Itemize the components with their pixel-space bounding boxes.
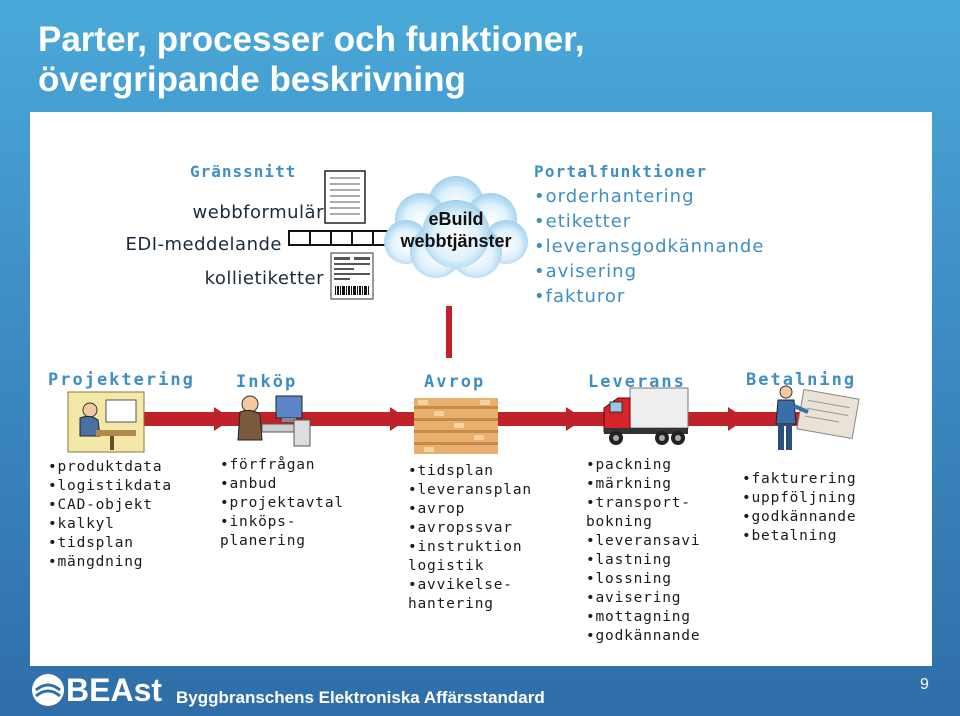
- list-item: mängdning: [48, 553, 172, 572]
- truck-icon: [600, 384, 690, 455]
- list-item: avropssvar: [408, 519, 532, 538]
- footer-text: Byggbranschens Elektroniska Affärsstanda…: [176, 688, 545, 707]
- shipping-label-icon: [330, 252, 374, 305]
- stage-list-leverans: packning märkning transport- bokning lev…: [586, 456, 700, 646]
- list-item: logistik: [408, 558, 485, 574]
- stage-list-betalning: fakturering uppföljning godkännande beta…: [742, 470, 856, 546]
- slide-title-line1: Parter, processer och funktioner,: [38, 20, 585, 59]
- list-item: leveransplan: [408, 481, 532, 500]
- interface-item-edi: EDI-meddelande: [125, 234, 282, 255]
- interface-item-labels: kollietiketter: [204, 268, 324, 289]
- list-item: fakturering: [742, 470, 856, 489]
- portal-item-notification: avisering: [534, 259, 764, 284]
- invoice-person-icon: [770, 384, 860, 459]
- portal-item-invoices: fakturor: [534, 284, 764, 309]
- beast-logo: BEAst: [30, 670, 162, 710]
- process-arrow-4: [728, 407, 746, 431]
- list-item: projektavtal: [220, 494, 344, 513]
- ebuild-cloud: eBuild webbtjänster: [376, 174, 536, 284]
- list-item: transport-: [586, 494, 700, 513]
- list-item: packning: [586, 456, 700, 475]
- list-item: inköps-: [220, 513, 344, 532]
- slide-title: Parter, processer och funktioner, övergr…: [38, 20, 918, 100]
- list-item: godkännande: [742, 508, 856, 527]
- slide-title-line2: övergripande beskrivning: [38, 60, 466, 99]
- list-item: märkning: [586, 475, 700, 494]
- stage-label-inkop: Inköp: [236, 372, 298, 392]
- web-form-icon: [324, 170, 366, 229]
- list-item: avisering: [586, 589, 700, 608]
- cloud-title: eBuild: [428, 209, 484, 229]
- list-item: leveransavi: [586, 532, 700, 551]
- process-arrow-3: [566, 407, 584, 431]
- beast-logo-icon: [32, 674, 64, 706]
- portal-title: Portalfunktioner: [534, 162, 708, 181]
- portal-list: orderhantering etiketter leveransgodkänn…: [534, 184, 764, 309]
- stage-list-projektering: produktdata logistikdata CAD-objekt kalk…: [48, 458, 172, 572]
- list-item: CAD-objekt: [48, 496, 172, 515]
- stage-label-leverans: Leverans: [588, 372, 686, 392]
- list-item: kalkyl: [48, 515, 172, 534]
- stage-list-inkop: förfrågan anbud projektavtal inköps- pla…: [220, 456, 344, 551]
- portal-item-labels: etiketter: [534, 209, 764, 234]
- list-item: förfrågan: [220, 456, 344, 475]
- list-item: planering: [220, 533, 306, 549]
- list-item: lossning: [586, 570, 700, 589]
- list-item: avvikelse-: [408, 576, 532, 595]
- list-item: tidsplan: [408, 462, 532, 481]
- edi-message-icon: [288, 230, 396, 251]
- portal-item-delivery-approval: leveransgodkännande: [534, 234, 764, 259]
- interface-title: Gränssnitt: [190, 162, 297, 181]
- stage-list-avrop: tidsplan leveransplan avrop avropssvar i…: [408, 462, 532, 614]
- list-item: mottagning: [586, 608, 700, 627]
- list-item: uppföljning: [742, 489, 856, 508]
- list-item: instruktion: [408, 538, 532, 557]
- office-worker-icon: [66, 390, 146, 459]
- list-item: anbud: [220, 475, 344, 494]
- list-item: produktdata: [48, 458, 172, 477]
- computer-user-icon: [232, 390, 312, 455]
- stage-label-projektering: Projektering: [48, 370, 195, 390]
- list-item: avrop: [408, 500, 532, 519]
- process-arrow-1: [214, 407, 232, 431]
- process-arrow-2: [390, 407, 408, 431]
- list-item: hantering: [408, 596, 494, 612]
- list-item: lastning: [586, 551, 700, 570]
- portal-item-order: orderhantering: [534, 184, 764, 209]
- content-panel: Gränssnitt webbformulär EDI-meddelande k…: [30, 112, 932, 666]
- stage-label-avrop: Avrop: [424, 372, 486, 392]
- list-item: tidsplan: [48, 534, 172, 553]
- cloud-connector-line: [446, 306, 452, 358]
- list-item: betalning: [742, 527, 856, 546]
- lumber-stack-icon: [414, 398, 498, 459]
- page-number: 9: [920, 676, 929, 693]
- list-item: logistikdata: [48, 477, 172, 496]
- cloud-subtitle: webbtjänster: [400, 231, 512, 251]
- list-item: bokning: [586, 514, 653, 530]
- interface-item-webform: webbformulär: [192, 202, 324, 223]
- list-item: godkännande: [586, 627, 700, 646]
- stage-label-betalning: Betalning: [746, 370, 857, 390]
- beast-logo-text: BEAst: [66, 672, 163, 708]
